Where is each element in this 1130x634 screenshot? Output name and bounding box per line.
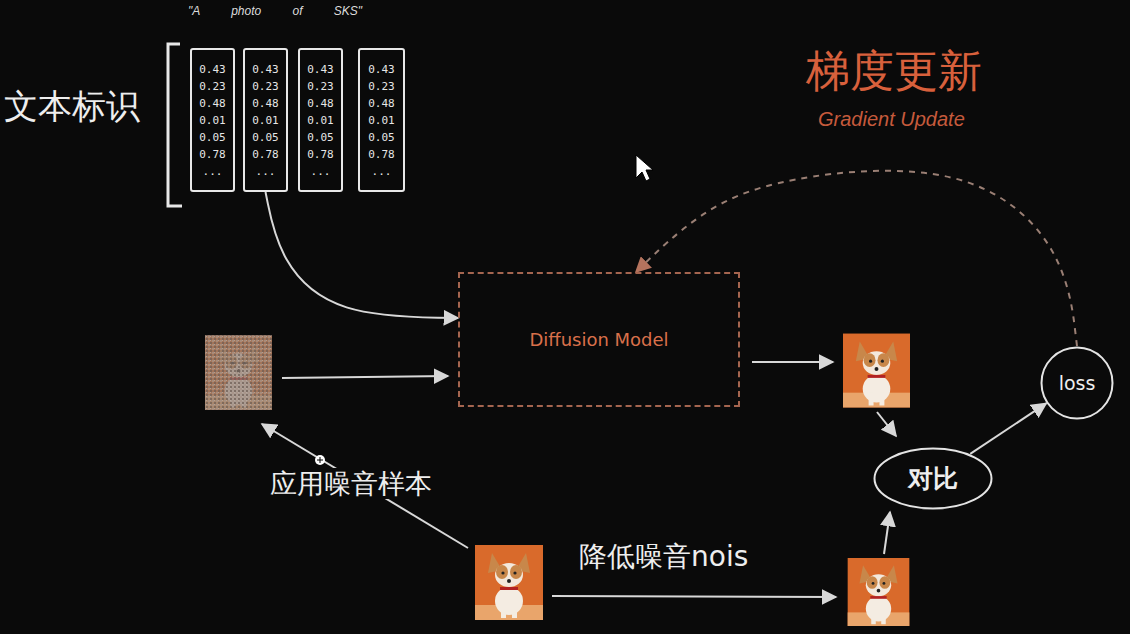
noise-layer [205, 335, 272, 410]
crosshair-dot [315, 455, 325, 465]
label-text: 降低噪音nois [575, 540, 752, 573]
embedding-column: 0.43 0.23 0.48 0.01 0.05 0.78 ... [190, 48, 235, 192]
faded-dog [205, 336, 272, 410]
label-text: Gradient Update [818, 108, 965, 130]
node-label: 对比 [908, 462, 958, 495]
flow-connector [266, 192, 459, 318]
label-text: "A photo of SKS" [188, 4, 362, 18]
flow-arrow [282, 376, 448, 378]
section-title: 梯度更新 [806, 42, 982, 101]
embedding-values: 0.43 0.23 0.48 0.01 0.05 0.78 ... [303, 61, 339, 180]
section-subtitle: Gradient Update [818, 108, 965, 131]
node-label: Diffusion Model [529, 329, 668, 350]
gradient-arrow [636, 171, 1077, 346]
prompt-text: "A photo of SKS" [188, 4, 362, 18]
node-outline-shape [875, 449, 992, 509]
embedding-values: 0.43 0.23 0.48 0.01 0.05 0.78 ... [195, 61, 231, 180]
compare-ellipse: 对比 [873, 447, 993, 510]
flow-arrow [877, 412, 896, 436]
embedding-values: 0.43 0.23 0.48 0.01 0.05 0.78 ... [248, 61, 284, 180]
label-text: 应用噪音样本 [266, 468, 436, 499]
embedding-column: 0.43 0.23 0.48 0.01 0.05 0.78 ... [298, 48, 343, 192]
flow-connector [970, 403, 1046, 453]
crosshair-cursor [315, 455, 325, 465]
noisy-image [205, 335, 272, 410]
embedding-column: 0.43 0.23 0.48 0.01 0.05 0.78 ... [243, 48, 288, 192]
mouse-cursor [636, 155, 653, 181]
bracket [168, 44, 182, 206]
node-outline-shape [1042, 348, 1113, 419]
step-label: 应用噪音样本 [266, 466, 436, 502]
source-image [475, 545, 543, 620]
model-box: Diffusion Model [458, 272, 740, 407]
crosshair-mark [317, 457, 323, 463]
flow-arrows [262, 362, 896, 597]
embedding-column: 0.43 0.23 0.48 0.01 0.05 0.78 ... [358, 48, 405, 192]
flow-arrow [752, 361, 833, 363]
output-image [843, 334, 910, 408]
flow-arrow [884, 512, 890, 554]
noisy-ground [205, 335, 272, 410]
axis-title: 文本标识 [4, 84, 140, 130]
label-text: 梯度更新 [806, 45, 982, 96]
step-label: 降低噪音nois [575, 538, 752, 576]
label-text: 文本标识 [4, 86, 140, 126]
flow-arrow [552, 596, 836, 597]
target-image [848, 558, 910, 626]
loss-circle: loss [1040, 346, 1114, 420]
node-label: loss [1059, 372, 1096, 394]
flow-arrow [262, 424, 468, 548]
embedding-values: 0.43 0.23 0.48 0.01 0.05 0.78 ... [364, 61, 400, 180]
